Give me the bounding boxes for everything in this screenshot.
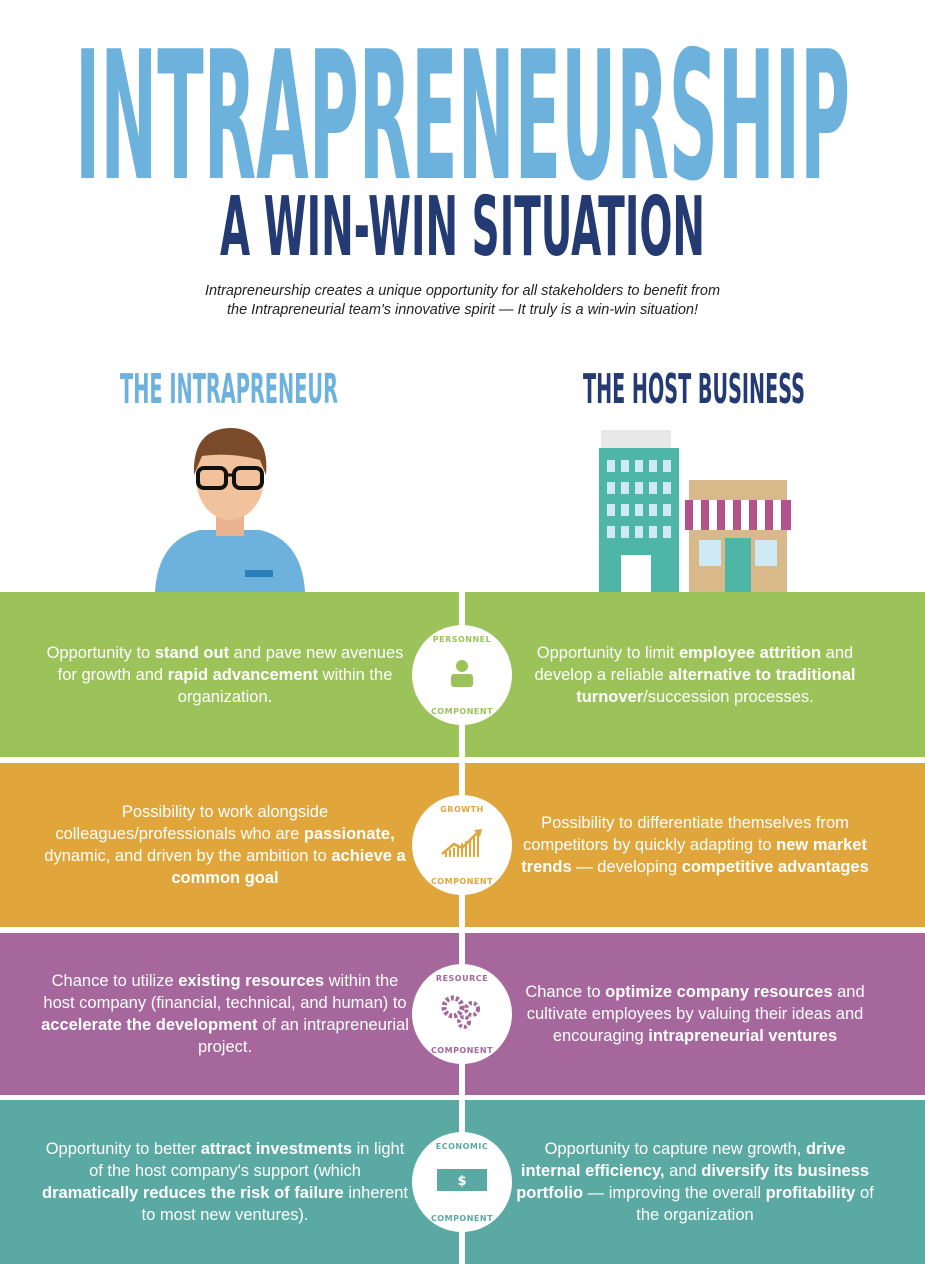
host-benefit: Opportunity to limit employee attrition … bbox=[515, 592, 875, 757]
highlight-text: intrapreneurial ventures bbox=[648, 1027, 838, 1045]
text: Opportunity to bbox=[46, 643, 155, 662]
highlight-text: stand out bbox=[154, 643, 230, 662]
intrapreneur-illustration bbox=[155, 428, 305, 592]
highlight-text: new market trends bbox=[521, 836, 867, 876]
component-badge: GROWTH COMPONENT bbox=[412, 795, 512, 895]
host-business-illustration bbox=[599, 430, 791, 592]
text: Possibility to work alongside colleagues… bbox=[55, 803, 329, 843]
subtitle: A WIN-WIN SITUATION bbox=[220, 180, 705, 275]
text: and cultivate employees by valuing their… bbox=[526, 983, 865, 1045]
highlight-text: accelerate the development bbox=[41, 1016, 258, 1034]
dollar-bill-icon: $ bbox=[437, 1169, 487, 1196]
highlight-text: passionate, bbox=[303, 825, 395, 843]
text: Opportunity to limit bbox=[536, 643, 679, 662]
highlight-text: dramatically reduces the risk of failure bbox=[42, 1184, 344, 1202]
highlight-text: existing resources bbox=[178, 972, 325, 990]
host-benefit: Opportunity to capture new growth, drive… bbox=[515, 1100, 875, 1264]
text: within the host company (financial, tech… bbox=[43, 972, 407, 1012]
text: of the organization bbox=[636, 1184, 874, 1224]
text: of an intrapreneurial project. bbox=[197, 1016, 409, 1056]
growth-chart-icon bbox=[440, 828, 484, 863]
badge-label-bottom: COMPONENT bbox=[430, 877, 494, 886]
highlight-text: competitive advantages bbox=[681, 858, 869, 876]
highlight-text: alternative to traditional turnover bbox=[576, 665, 856, 706]
host-benefit: Possibility to differentiate themselves … bbox=[515, 763, 875, 927]
highlight-text: attract investments bbox=[200, 1140, 353, 1158]
text: and pave new avenues for growth and bbox=[57, 643, 404, 684]
component-badge: PERSONNEL COMPONENT bbox=[412, 624, 512, 725]
text: /succession processes. bbox=[643, 687, 814, 706]
text: Possibility to differentiate themselves … bbox=[523, 814, 849, 854]
highlight-text: rapid advancement bbox=[167, 665, 319, 684]
text: inherent to most new ventures). bbox=[141, 1184, 408, 1224]
text: — improving the overall bbox=[583, 1184, 766, 1202]
gears-icon bbox=[440, 995, 484, 1034]
badge-label-bottom: COMPONENT bbox=[430, 706, 494, 716]
intro-line: Intrapreneurship creates a unique opport… bbox=[204, 283, 721, 299]
person-icon bbox=[447, 658, 477, 693]
highlight-text: achieve a common goal bbox=[171, 847, 406, 887]
text: and bbox=[664, 1162, 702, 1180]
text: within the organization. bbox=[177, 665, 393, 706]
component-badge: ECONOMIC $ COMPONENT bbox=[412, 1132, 512, 1232]
highlight-text: optimize company resources bbox=[605, 983, 833, 1001]
intrapreneur-benefit: Possibility to work alongside colleagues… bbox=[40, 763, 410, 927]
highlight-text: profitability bbox=[765, 1184, 856, 1202]
text: and develop a reliable bbox=[534, 643, 854, 684]
highlight-text: employee attrition bbox=[678, 643, 822, 662]
host-business-heading: THE HOST BUSINESS bbox=[583, 365, 805, 413]
text: Opportunity to capture new growth, bbox=[544, 1140, 806, 1158]
badge-label-top: RESOURCE bbox=[435, 974, 489, 983]
host-benefit: Chance to optimize company resources and… bbox=[515, 933, 875, 1095]
badge-label-bottom: COMPONENT bbox=[430, 1046, 494, 1055]
text: — developing bbox=[571, 858, 682, 876]
svg-text:$: $ bbox=[457, 1174, 466, 1189]
text: Opportunity to better bbox=[45, 1140, 201, 1158]
intrapreneur-benefit: Opportunity to stand out and pave new av… bbox=[40, 592, 410, 757]
title-block: INTRAPRENEURSHIP A WIN-WIN SITUATION THE… bbox=[75, 13, 850, 413]
text: in light of the host company's support (… bbox=[89, 1140, 405, 1180]
center-divider bbox=[459, 592, 465, 1264]
badge-label-top: ECONOMIC bbox=[435, 1142, 489, 1151]
intro-line: the Intrapreneurial team's innovative sp… bbox=[227, 302, 698, 318]
highlight-text: diversify its business portfolio bbox=[516, 1162, 870, 1202]
badge-label-top: PERSONNEL bbox=[432, 634, 492, 644]
badge-label-bottom: COMPONENT bbox=[430, 1214, 494, 1223]
main-title: INTRAPRENEURSHIP bbox=[75, 13, 850, 220]
highlight-text: drive internal efficiency, bbox=[520, 1140, 846, 1180]
intrapreneur-benefit: Chance to utilize existing resources wit… bbox=[40, 933, 410, 1095]
badge-label-top: GROWTH bbox=[440, 805, 484, 814]
text: Chance to utilize bbox=[51, 972, 179, 990]
text: dynamic, and driven by the ambition to bbox=[44, 847, 332, 865]
component-badge: RESOURCE COMPONENT bbox=[412, 964, 512, 1064]
intrapreneur-benefit: Opportunity to better attract investment… bbox=[40, 1100, 410, 1264]
intrapreneur-heading: THE INTRAPRENEUR bbox=[120, 365, 338, 413]
intro-text: Intrapreneurship creates a unique opport… bbox=[0, 282, 925, 320]
text: Chance to bbox=[525, 983, 606, 1001]
